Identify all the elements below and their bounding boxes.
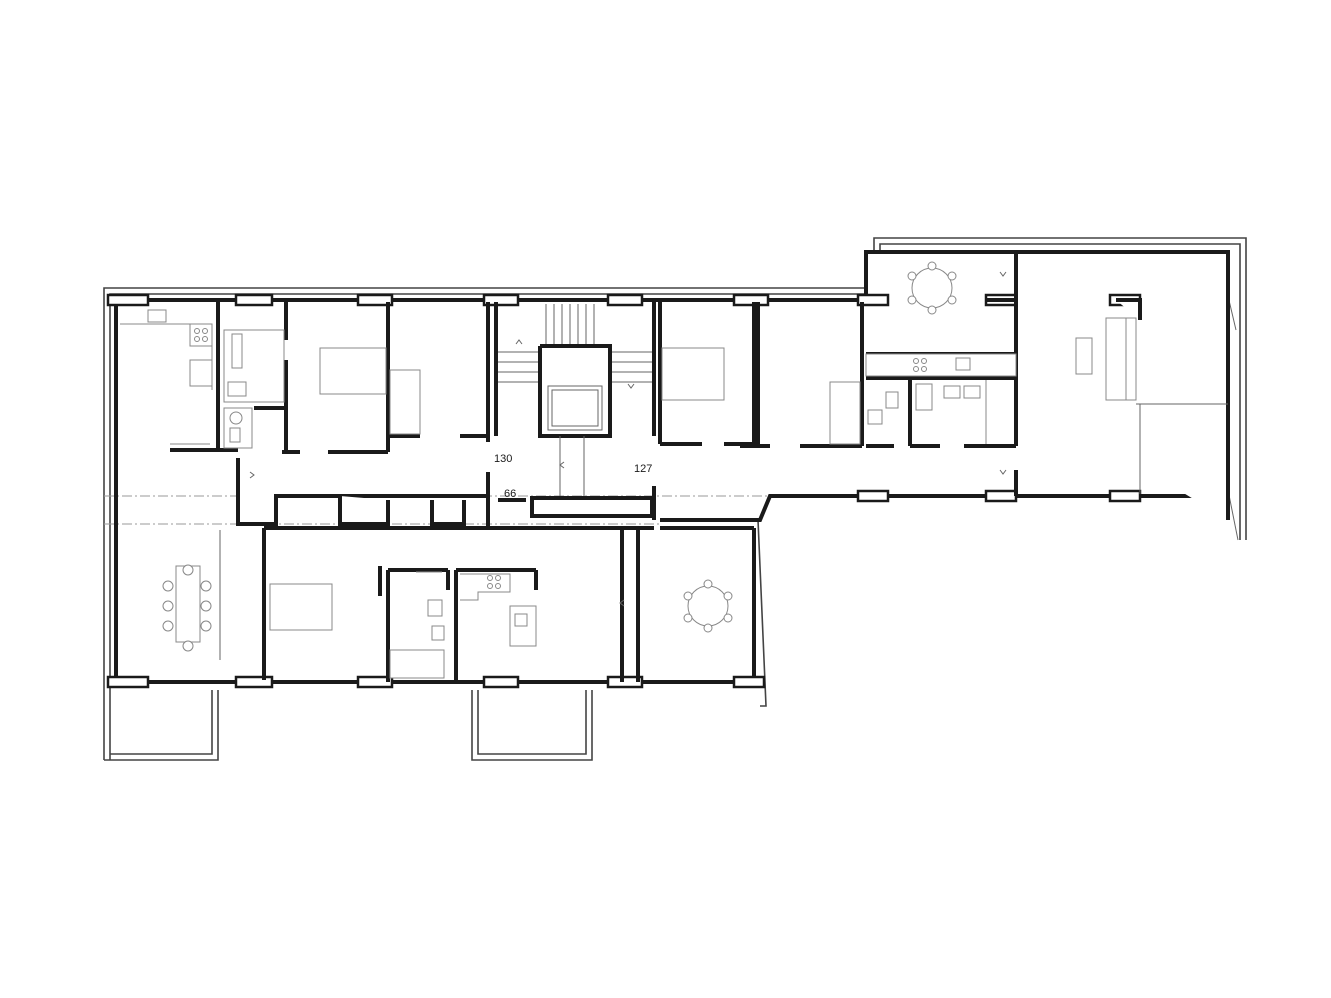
cooktop-icon: [913, 358, 927, 372]
door-marks: [219, 271, 1007, 660]
bathroom-right: [867, 380, 987, 444]
toilet-icon: [427, 599, 445, 641]
bed-icon: [661, 347, 725, 401]
dimension-corridor-left: 130: [494, 453, 512, 465]
cooktop-icon: [194, 328, 208, 342]
bed-icon: [269, 583, 333, 631]
kitchen-counter-right: [865, 353, 1017, 377]
sink-icon: [955, 357, 971, 371]
stairs-icon: [498, 304, 652, 383]
round-table-icon: [907, 261, 957, 315]
round-table-icon: [683, 579, 733, 633]
bathroom-lower: [389, 571, 445, 679]
bathroom-left: [223, 329, 285, 449]
toilet-icon: [223, 407, 253, 449]
wardrobe: [389, 369, 421, 435]
sofa: [1105, 317, 1137, 401]
elevator-icon: [547, 385, 603, 431]
south-windows: [106, 489, 1142, 689]
interior-walls: [170, 252, 1142, 682]
dining-table-icon: [162, 564, 212, 652]
dimension-passage: 66: [504, 488, 516, 500]
dimension-corridor-right: 127: [634, 463, 652, 475]
bed-icon: [319, 347, 387, 395]
cooktop-icon: [487, 575, 501, 589]
sink-icon: [509, 605, 537, 647]
wardrobe: [829, 381, 861, 445]
toilet-icon: [867, 391, 899, 425]
kitchen-counter-lower: [460, 573, 537, 647]
bathtub-icon: [231, 333, 243, 369]
coffee-table: [1075, 337, 1093, 375]
north-windows: [106, 293, 1142, 307]
dimension-labels: 130 127 66: [494, 453, 652, 500]
kitchen-counter-left: [120, 309, 213, 445]
